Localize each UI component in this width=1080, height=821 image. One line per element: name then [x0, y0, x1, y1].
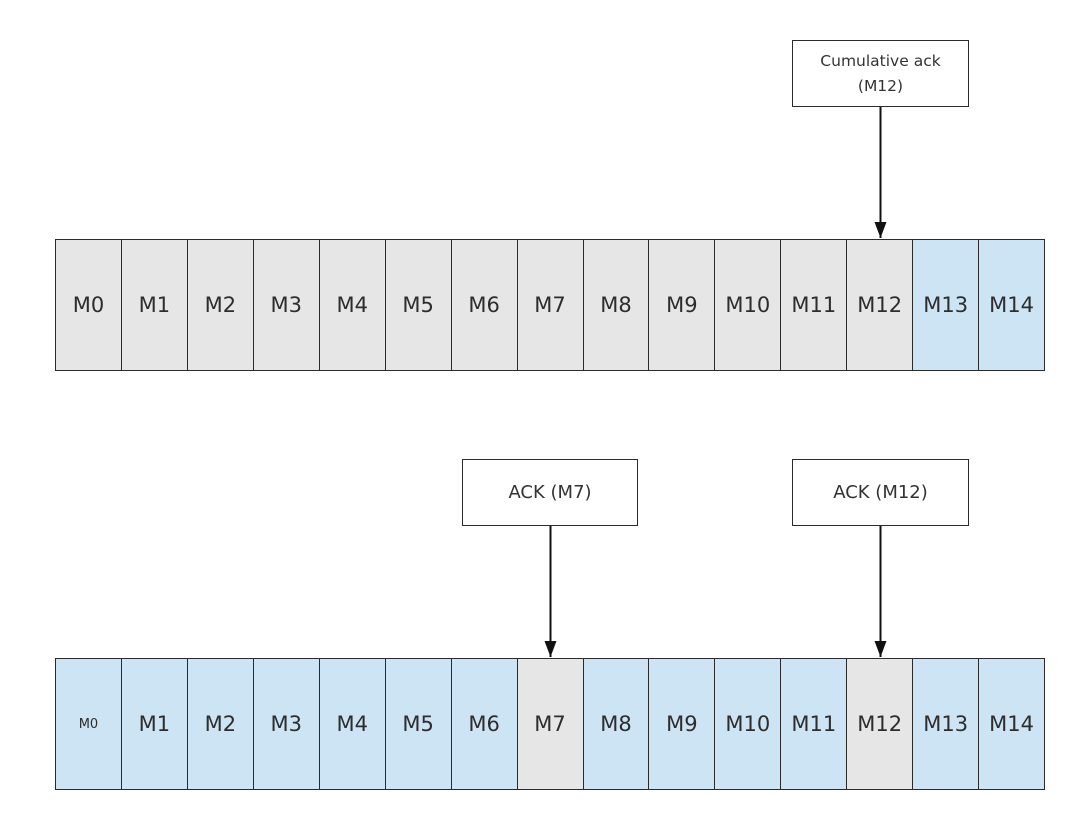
- message-cell-m11: M11: [781, 659, 848, 789]
- message-cell-m9: M9: [649, 659, 716, 789]
- message-cell-m9: M9: [649, 240, 716, 370]
- message-cell-m7: M7: [517, 659, 584, 789]
- message-cell-m13: M13: [913, 240, 980, 370]
- message-cell-m3: M3: [253, 659, 320, 789]
- ack-m7-callout: ACK (M7): [462, 459, 638, 526]
- message-cell-m4: M4: [319, 240, 386, 370]
- message-cell-m1: M1: [121, 659, 188, 789]
- message-cell-m2: M2: [187, 240, 254, 370]
- message-cell-m7: M7: [517, 240, 584, 370]
- message-cell-m6: M6: [451, 659, 518, 789]
- message-cell-m0: M0: [56, 240, 122, 370]
- ack-m7-arrowhead: [544, 641, 557, 657]
- ack-m12-callout: ACK (M12): [792, 459, 969, 526]
- cumulative-ack-arrowhead: [874, 222, 887, 238]
- message-cell-m6: M6: [451, 240, 518, 370]
- message-cell-m1: M1: [121, 240, 188, 370]
- message-cell-m12: M12: [847, 659, 914, 789]
- ack-m7-label: ACK (M7): [508, 481, 592, 503]
- message-cell-m0: M0: [56, 659, 122, 789]
- message-cell-m5: M5: [385, 659, 452, 789]
- message-cell-m10: M10: [715, 659, 782, 789]
- message-cell-m3: M3: [253, 240, 320, 370]
- message-cell-m4: M4: [319, 659, 386, 789]
- cumulative-ack-callout: Cumulative ack (M12): [792, 40, 969, 107]
- message-cell-m10: M10: [715, 240, 782, 370]
- ack-m12-arrowhead: [874, 641, 887, 657]
- message-cell-m12: M12: [847, 240, 914, 370]
- message-cell-m2: M2: [187, 659, 254, 789]
- message-cell-m14: M14: [979, 659, 1045, 789]
- message-cell-m8: M8: [583, 240, 650, 370]
- message-cell-m8: M8: [583, 659, 650, 789]
- message-cell-m5: M5: [385, 240, 452, 370]
- ack-m12-label: ACK (M12): [833, 481, 928, 503]
- message-cell-m13: M13: [913, 659, 980, 789]
- cumulative-ack-label: Cumulative ack (M12): [820, 52, 941, 95]
- message-cell-m11: M11: [781, 240, 848, 370]
- message-cell-m14: M14: [979, 240, 1045, 370]
